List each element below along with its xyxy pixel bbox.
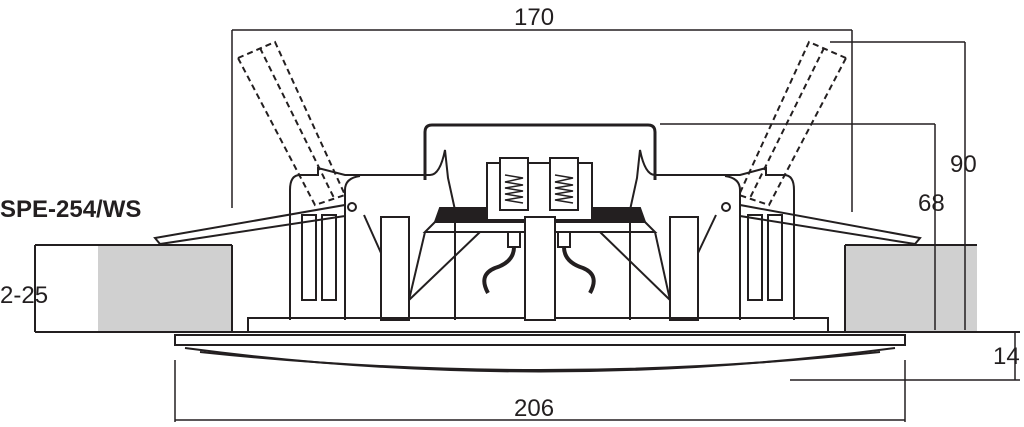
model-label: SPE-254/WS bbox=[0, 196, 142, 223]
dimension-label-206: 206 bbox=[514, 395, 555, 422]
dimension-68 bbox=[660, 123, 936, 330]
dimension-label-68: 68 bbox=[918, 190, 945, 217]
grille bbox=[174, 317, 906, 373]
dimension-label-90: 90 bbox=[950, 151, 977, 178]
ceiling-left bbox=[98, 245, 232, 332]
dimension-label-2-25: 2-25 bbox=[0, 282, 49, 309]
dimension-14 bbox=[790, 332, 1020, 381]
dimension-label-170: 170 bbox=[514, 4, 555, 31]
dimension-label-14: 14 bbox=[993, 343, 1020, 370]
clamp-arm-open-left bbox=[236, 40, 347, 207]
dimension-206 bbox=[174, 360, 906, 422]
dimension-90 bbox=[830, 41, 966, 330]
dimension-170 bbox=[231, 29, 853, 212]
speaker-body bbox=[289, 123, 795, 321]
ceiling-right bbox=[845, 245, 977, 332]
clamp-arm-open-right bbox=[737, 40, 848, 207]
